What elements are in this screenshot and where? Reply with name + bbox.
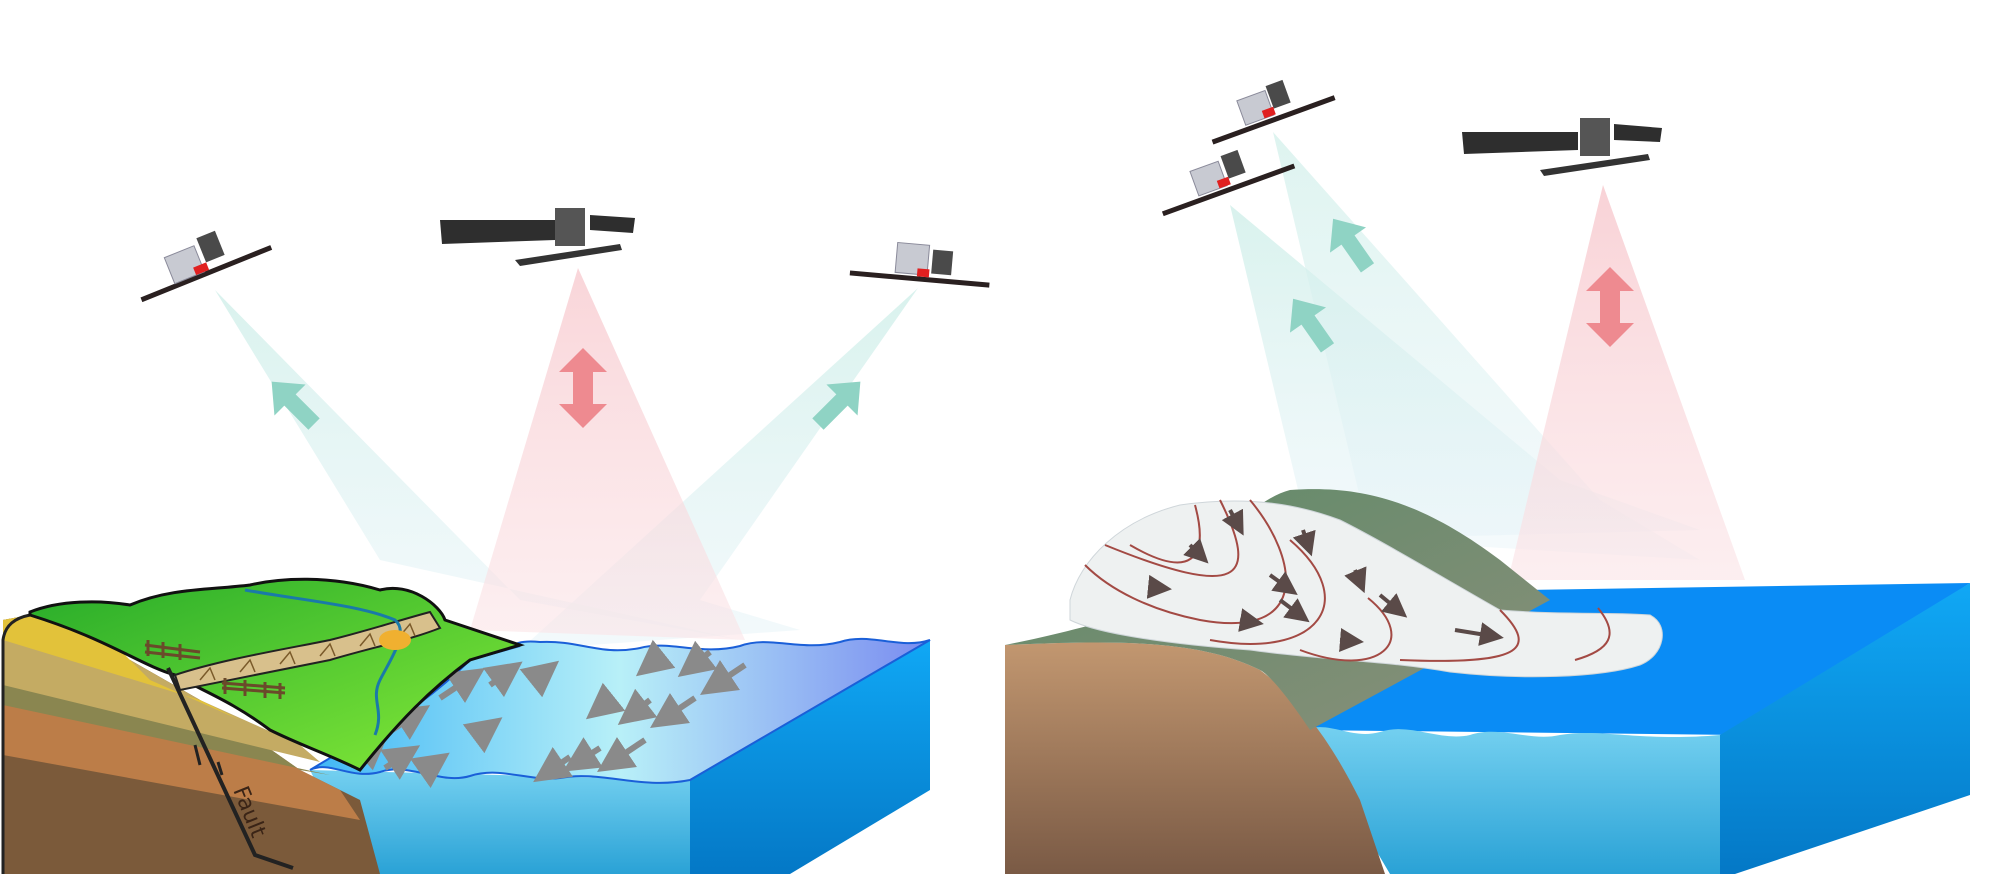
small-satellite-icon	[1161, 149, 1296, 217]
deposit-fan	[379, 630, 411, 650]
right-los-beam-1	[1230, 205, 1700, 540]
los-arrow-icon	[1329, 218, 1375, 273]
right-vertical-beam	[1508, 185, 1745, 580]
rock-strata	[1, 613, 380, 874]
right-los-beam-2	[1273, 132, 1700, 560]
small-satellite-icon	[849, 241, 990, 288]
left-panel: Fault	[1, 208, 990, 874]
left-los-arrow-icon	[271, 381, 320, 430]
right-los-arrow-icon	[812, 381, 861, 430]
water-front-face	[310, 770, 690, 874]
fence-icons	[144, 640, 286, 699]
small-satellite-icon	[1211, 79, 1336, 145]
ocean-front-face	[1305, 727, 1720, 874]
los-arrow-icon	[1289, 298, 1335, 353]
water-side-face	[690, 640, 930, 874]
glacier-flow-arrows	[1146, 508, 1504, 652]
right-panel	[1005, 79, 1970, 874]
large-satellite-icon	[1462, 118, 1662, 176]
large-satellite-icon	[440, 208, 635, 266]
small-satellite-icon	[140, 230, 273, 303]
scar-hatching	[199, 622, 416, 681]
left-ascending-beam	[215, 290, 740, 640]
vertical-double-arrow-icon	[1586, 267, 1634, 347]
vertical-double-arrow-icon	[559, 348, 607, 428]
ocean-side-face	[1720, 583, 1970, 874]
left-vertical-beam	[470, 268, 745, 640]
